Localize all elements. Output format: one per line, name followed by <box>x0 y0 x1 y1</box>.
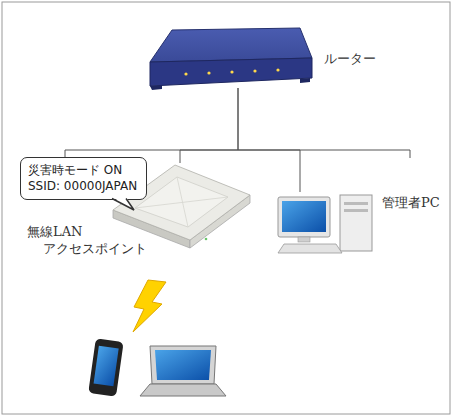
laptop-icon <box>140 346 226 396</box>
network-cable <box>238 88 300 192</box>
callout-bubble: 災害時モード ONSSID: 00000JAPAN <box>20 157 147 200</box>
network-cable <box>180 88 238 163</box>
pc-icon <box>278 195 372 253</box>
router-icon <box>150 28 312 90</box>
router-label: ルーター <box>324 50 376 68</box>
frame <box>2 2 450 414</box>
pc-label: 管理者PC <box>382 194 440 212</box>
wireless-bolt <box>133 280 166 332</box>
access-point: 無線LAN アクセスポイント <box>113 163 250 248</box>
router: ルーター <box>148 28 314 88</box>
admin-pc: 管理者PC <box>274 192 374 256</box>
mode-text: 災害時モード ON <box>28 162 138 178</box>
callout-tail <box>108 197 138 213</box>
access-point-label: 無線LAN アクセスポイント <box>27 223 159 257</box>
smartphone-icon <box>88 338 123 396</box>
ssid-text: SSID: 00000JAPAN <box>28 178 138 194</box>
